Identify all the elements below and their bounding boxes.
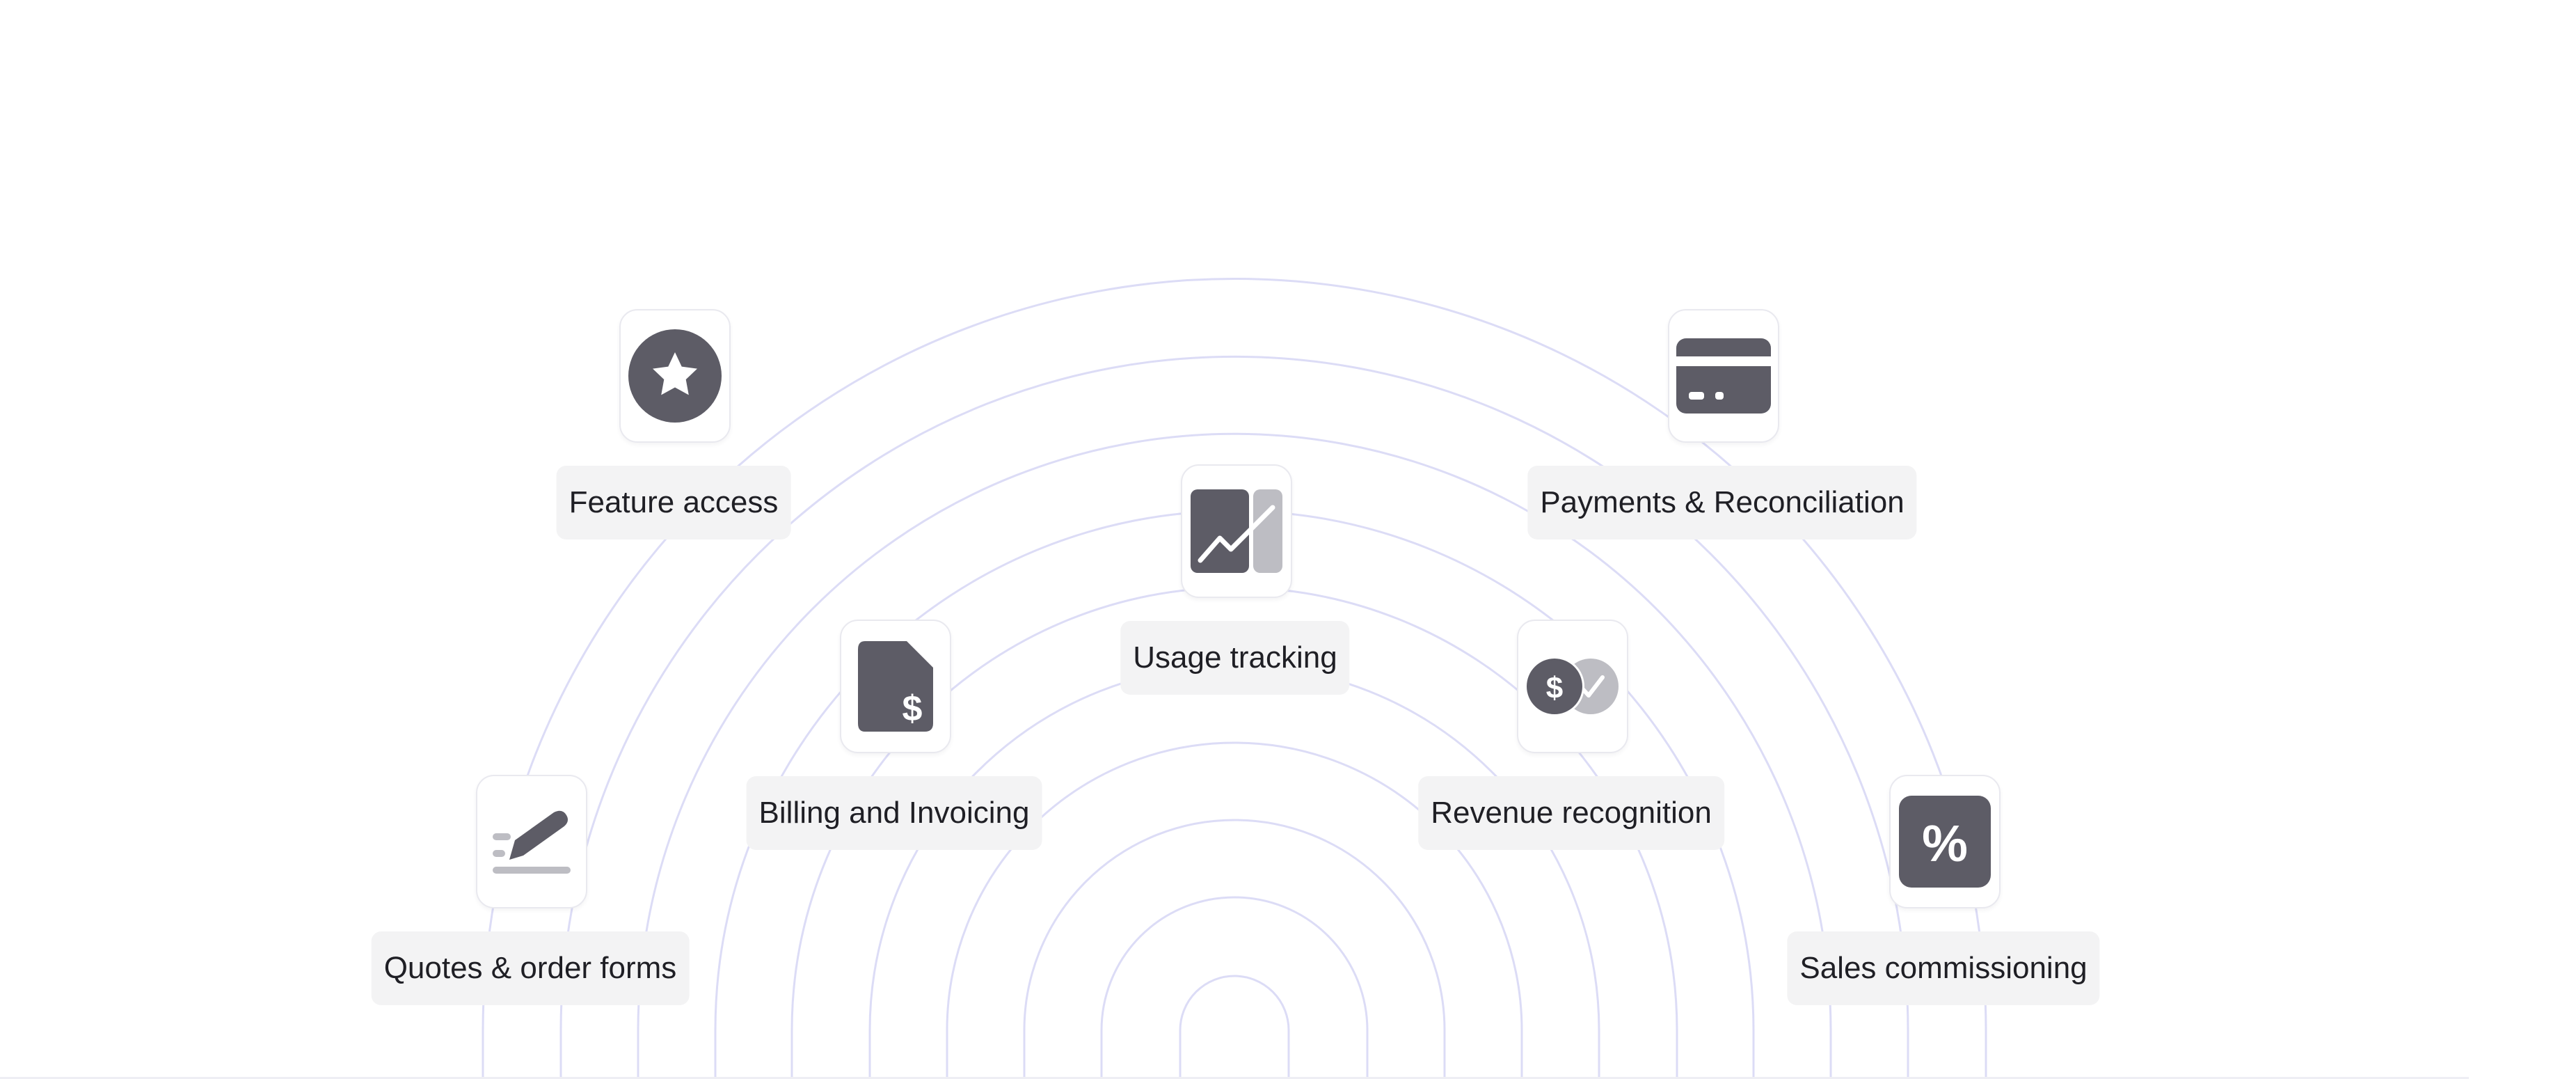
label-payments-reconciliation: Payments & Reconciliation	[1527, 466, 1917, 540]
label-billing-invoicing: Billing and Invoicing	[746, 776, 1042, 850]
decorative-arc	[1179, 975, 1290, 1077]
svg-text:%: %	[1922, 814, 1968, 872]
star-badge-icon	[619, 309, 731, 443]
label-feature-access: Feature access	[556, 466, 791, 540]
signature-pen-icon	[476, 775, 587, 908]
svg-text:$: $	[903, 688, 923, 729]
invoice-dollar-icon: $	[840, 620, 951, 753]
decorative-arc	[868, 664, 1600, 1077]
decorative-arc	[559, 355, 1909, 1077]
label-revenue-recognition: Revenue recognition	[1418, 776, 1724, 850]
usage-chart-icon	[1181, 464, 1292, 598]
label-quotes-order-forms: Quotes & order forms	[371, 931, 690, 1005]
decorative-arc	[1100, 896, 1369, 1077]
decorative-arc	[637, 432, 1832, 1077]
credit-card-icon	[1668, 309, 1779, 443]
decorative-arc	[1023, 819, 1446, 1077]
svg-text:$: $	[1546, 671, 1563, 705]
label-sales-commissioning: Sales commissioning	[1787, 931, 2100, 1005]
dollar-check-coins-icon: $	[1517, 620, 1628, 753]
percent-icon: %	[1889, 775, 2001, 908]
decorative-arc	[482, 277, 1987, 1077]
baseline-divider	[0, 1077, 2469, 1079]
label-usage-tracking: Usage tracking	[1120, 621, 1350, 695]
decorative-arc	[946, 741, 1523, 1077]
